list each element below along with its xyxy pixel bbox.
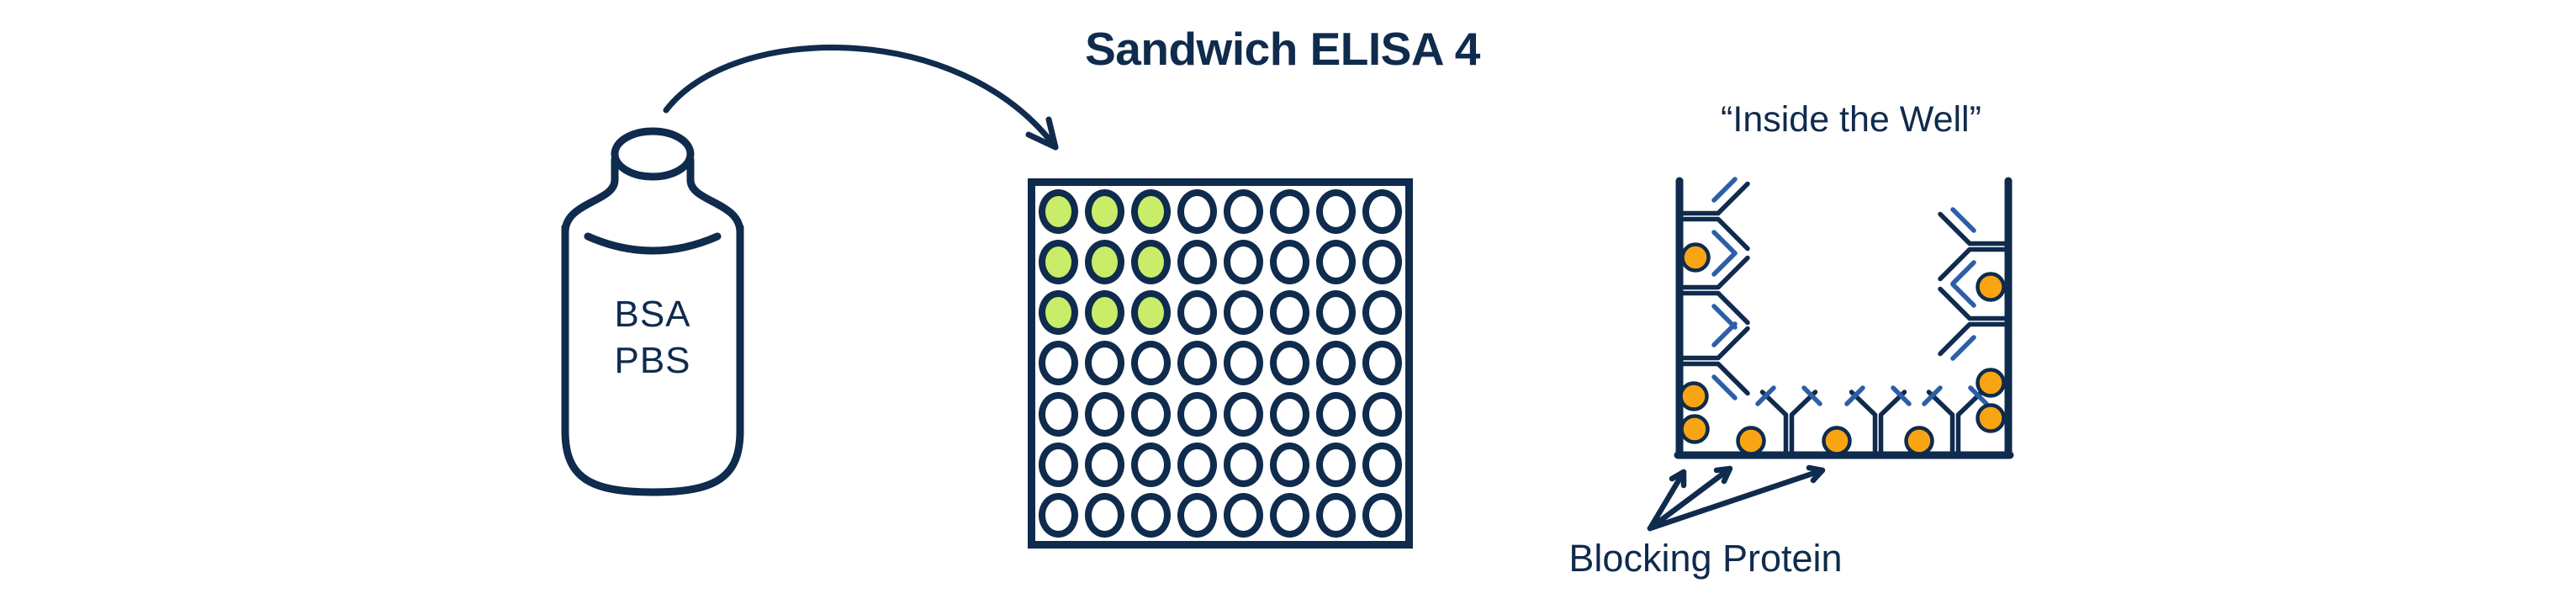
- well-filled: [1085, 188, 1124, 234]
- well-empty: [1131, 443, 1171, 488]
- well-filled: [1131, 188, 1171, 234]
- well-filled: [1085, 290, 1124, 336]
- antibody-icon: [1847, 388, 1909, 453]
- well-empty: [1224, 391, 1263, 437]
- well-empty: [1224, 443, 1263, 488]
- liquid-level-line: [584, 232, 722, 255]
- well-empty: [1039, 341, 1078, 386]
- well-empty: [1316, 239, 1356, 284]
- well-empty: [1362, 443, 1402, 488]
- well-empty: [1362, 290, 1402, 336]
- bottle-label-line2: PBS: [614, 340, 691, 381]
- well-empty: [1270, 341, 1309, 386]
- antibody-icon: [1758, 388, 1820, 453]
- well-empty: [1039, 443, 1078, 488]
- inside-well-title: “Inside the Well”: [1721, 99, 1981, 140]
- well-empty: [1131, 341, 1171, 386]
- well-empty: [1224, 239, 1263, 284]
- well-cross-section: [1674, 177, 2014, 459]
- antibody-icon: [1683, 179, 1748, 253]
- well-empty: [1316, 341, 1356, 386]
- well-empty: [1131, 493, 1171, 538]
- bottle-label: BSA PBS: [565, 291, 740, 384]
- well-empty: [1224, 290, 1263, 336]
- microplate: [1028, 178, 1413, 549]
- well-empty: [1085, 341, 1124, 386]
- well-empty: [1177, 239, 1217, 284]
- well-empty: [1085, 443, 1124, 488]
- well-empty: [1362, 188, 1402, 234]
- well-empty: [1316, 391, 1356, 437]
- inside-well-diagram: [1647, 147, 2014, 532]
- well-filled: [1085, 239, 1124, 284]
- bottle-shoulder-left: [561, 156, 619, 236]
- well-empty: [1316, 443, 1356, 488]
- well-empty: [1316, 290, 1356, 336]
- well-empty: [1270, 443, 1309, 488]
- curved-arrow-icon: [663, 45, 1059, 151]
- pointer-arrows-icon: [1647, 464, 1826, 532]
- blocking-protein-icon: [1976, 403, 2006, 433]
- blocking-protein-icon: [1976, 272, 2006, 302]
- well-empty: [1362, 341, 1402, 386]
- well-empty: [1270, 239, 1309, 284]
- well-filled: [1039, 188, 1078, 234]
- well-empty: [1177, 290, 1217, 336]
- page-title: Sandwich ELISA 4: [1085, 23, 1480, 75]
- blocking-protein-icon: [1679, 381, 1709, 411]
- well-empty: [1316, 188, 1356, 234]
- well-empty: [1177, 341, 1217, 386]
- well-empty: [1131, 391, 1171, 437]
- blocking-protein-icon: [1904, 426, 1934, 456]
- blocking-protein-icon: [1976, 368, 2006, 398]
- well-empty: [1316, 493, 1356, 538]
- bottle-shoulder-right: [686, 156, 744, 236]
- well-filled: [1039, 290, 1078, 336]
- blocking-protein-caption: Blocking Protein: [1568, 537, 1843, 580]
- well-empty: [1085, 391, 1124, 437]
- well-empty: [1177, 188, 1217, 234]
- well-empty: [1270, 290, 1309, 336]
- well-empty: [1270, 188, 1309, 234]
- well-empty: [1039, 391, 1078, 437]
- blocking-protein-icon: [1680, 242, 1711, 273]
- well-filled: [1131, 239, 1171, 284]
- well-empty: [1362, 493, 1402, 538]
- bottle-label-line1: BSA: [614, 294, 691, 335]
- well-empty: [1177, 493, 1217, 538]
- well-empty: [1039, 493, 1078, 538]
- well-empty: [1270, 493, 1309, 538]
- antibody-icon: [1940, 209, 2005, 284]
- bottle-cap: [611, 127, 695, 181]
- blocking-protein-icon: [1736, 426, 1766, 456]
- well-filled: [1131, 290, 1171, 336]
- well-empty: [1085, 493, 1124, 538]
- blocking-protein-icon: [1679, 414, 1710, 444]
- well-empty: [1224, 341, 1263, 386]
- bottle-body: [561, 223, 744, 496]
- bottle-icon: [561, 127, 744, 496]
- well-empty: [1177, 443, 1217, 488]
- well-filled: [1039, 239, 1078, 284]
- blocking-protein-icon: [1822, 426, 1852, 456]
- well-empty: [1224, 493, 1263, 538]
- well-empty: [1362, 391, 1402, 437]
- well-empty: [1177, 391, 1217, 437]
- well-empty: [1224, 188, 1263, 234]
- well-empty: [1270, 391, 1309, 437]
- well-empty: [1362, 239, 1402, 284]
